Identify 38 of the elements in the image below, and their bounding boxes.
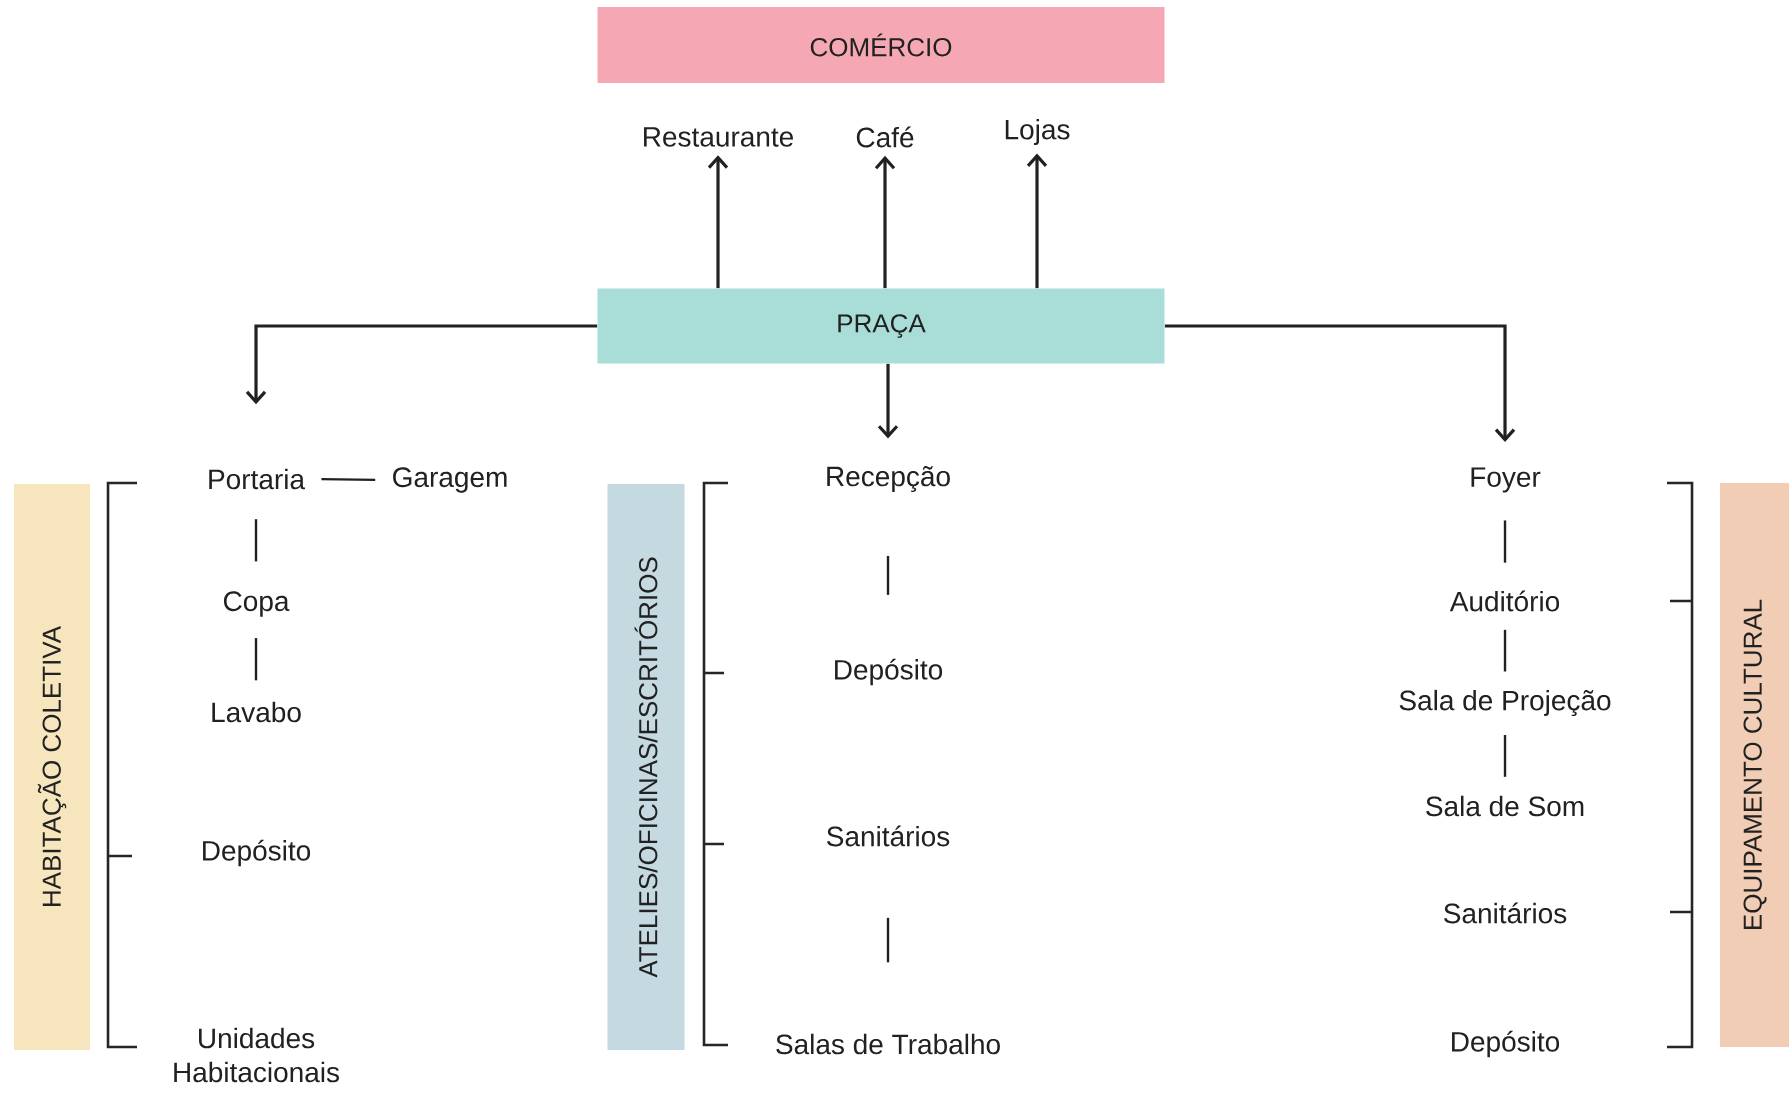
connector bbox=[1503, 629, 1507, 672]
room-label: Café bbox=[856, 126, 914, 148]
connector bbox=[877, 363, 899, 439]
room-label: Sala de Som bbox=[1426, 795, 1584, 817]
connector bbox=[254, 638, 258, 681]
room-label: Lojas bbox=[1005, 118, 1070, 146]
connector bbox=[707, 155, 729, 289]
connector bbox=[1026, 153, 1048, 289]
connector bbox=[1164, 324, 1516, 443]
room-label: Lavabo bbox=[212, 701, 301, 723]
zone-box: COMÉRCIO bbox=[597, 7, 1165, 83]
room-label: Foyer bbox=[1471, 467, 1541, 493]
room-label: Unidades Habitacionais bbox=[174, 1027, 339, 1083]
connector bbox=[874, 155, 896, 289]
connector bbox=[1503, 735, 1507, 777]
room-label: Restaurante bbox=[644, 127, 793, 147]
room-label: Sanitários bbox=[1444, 902, 1567, 924]
room-label: Auditório bbox=[1449, 590, 1560, 612]
zone-band: HABITAÇÃO COLETIVA bbox=[14, 484, 90, 1050]
room-label: Portaria bbox=[209, 468, 306, 490]
zone-band: EQUIPAMENTO CULTURAL bbox=[1720, 483, 1789, 1047]
connector bbox=[245, 324, 598, 405]
room-label: Depósito bbox=[203, 839, 311, 867]
connector bbox=[1503, 520, 1507, 563]
zone-band: ATELIES/OFICINAS/ESCRITÓRIOS bbox=[607, 484, 685, 1050]
connector bbox=[886, 555, 890, 595]
room-label: Recepção bbox=[827, 465, 950, 492]
zone-box: PRAÇA bbox=[597, 288, 1165, 364]
room-label: Depósito bbox=[835, 658, 943, 686]
room-label: Copa bbox=[223, 591, 290, 617]
connector bbox=[254, 519, 258, 562]
room-label: Depósito bbox=[1452, 1030, 1560, 1058]
room-label: Salas de Trabalho bbox=[776, 1033, 1000, 1055]
room-label: Garagem bbox=[393, 467, 507, 493]
room-label: Sala de Projeção bbox=[1399, 689, 1611, 717]
connector bbox=[321, 477, 376, 482]
room-label: Sanitários bbox=[827, 825, 950, 847]
connector bbox=[886, 917, 890, 963]
